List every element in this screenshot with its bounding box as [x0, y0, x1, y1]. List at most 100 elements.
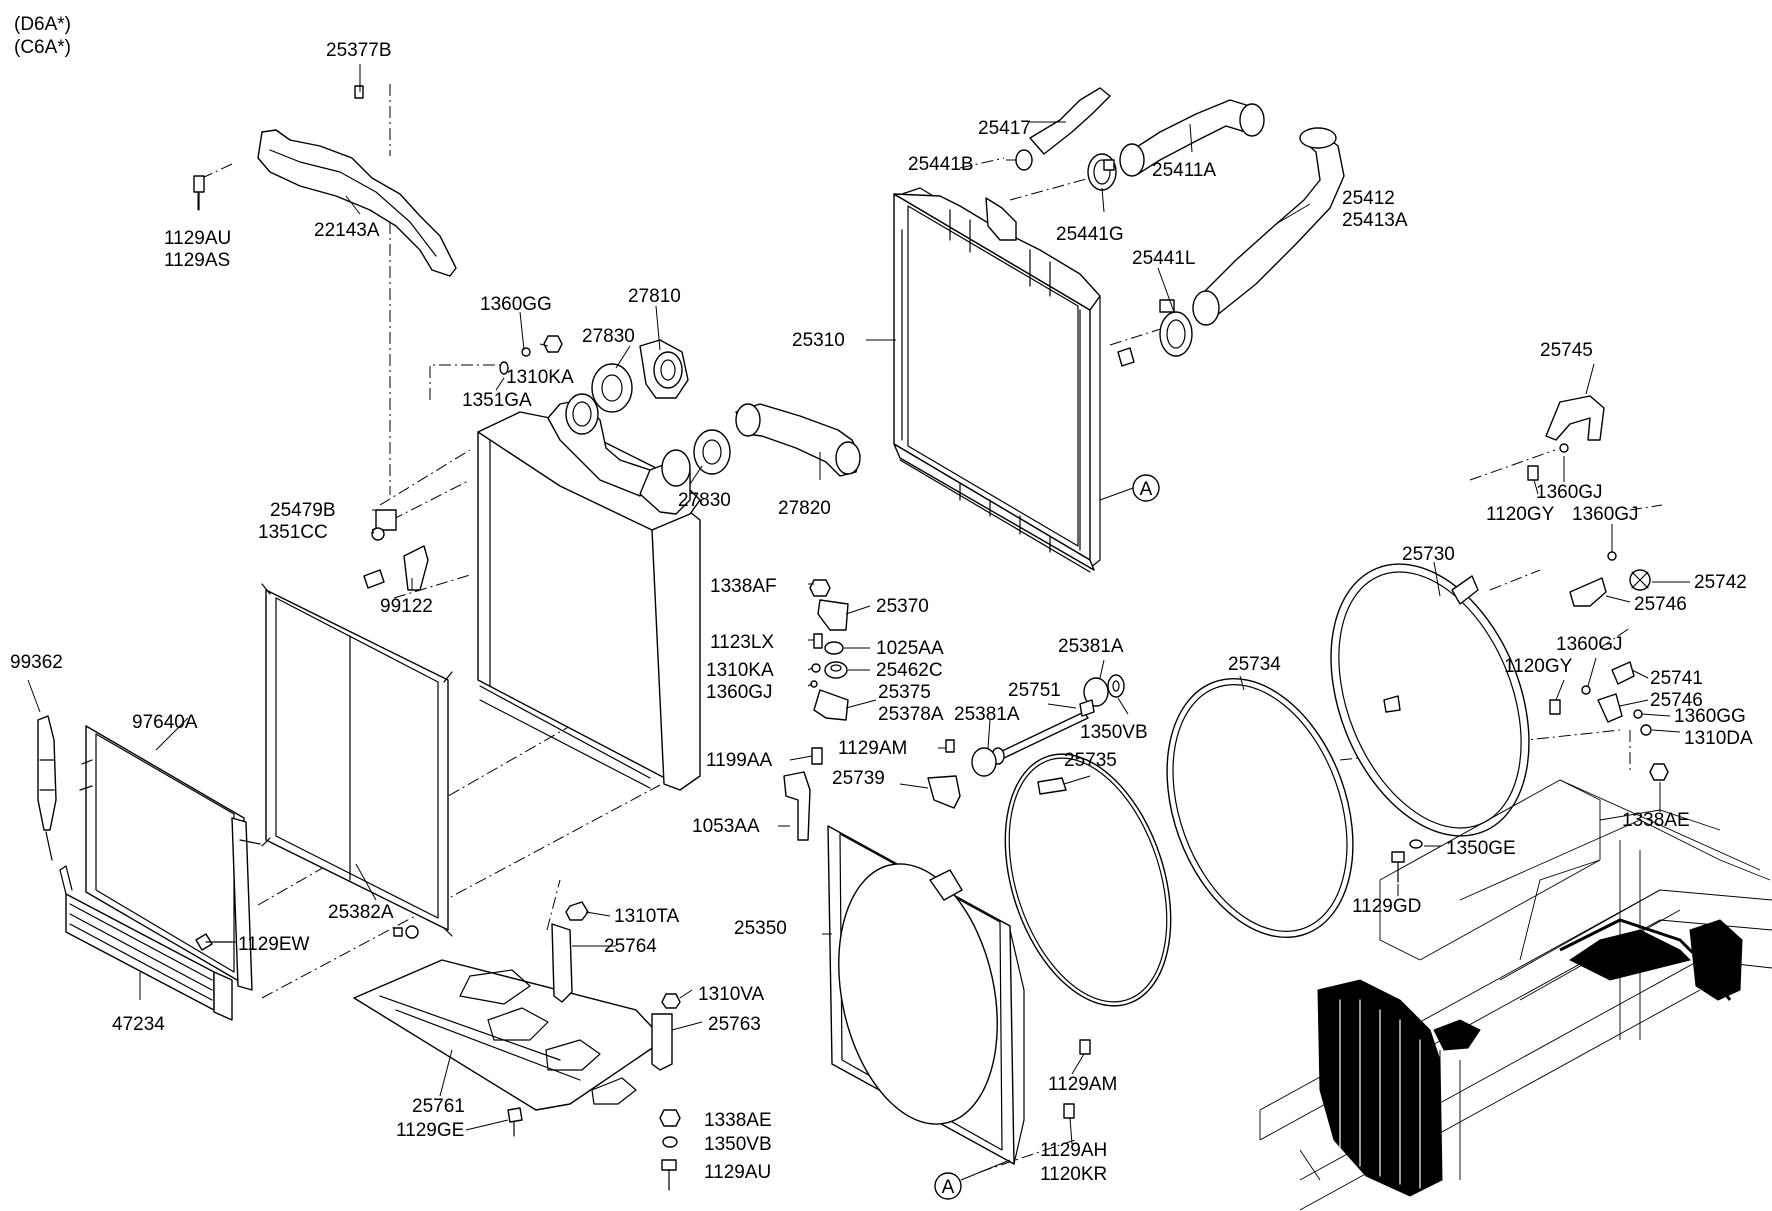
skid-plate-cutout-1	[459, 969, 531, 1005]
bolt-1129AU-icon	[193, 175, 205, 211]
label-25310: 25310	[792, 330, 845, 351]
label-25441L: 25441L	[1132, 248, 1195, 269]
variant-label-c6a: (C6A*)	[14, 37, 71, 58]
labels: (D6A*) (C6A*) 25377B 1129AU 1129AS 22143…	[10, 14, 1753, 1185]
drier-99362	[37, 715, 57, 831]
label-25479B: 25479B	[270, 500, 336, 521]
clamp-25441L-icon	[1159, 299, 1193, 357]
label-25746-lower: 25746	[1650, 690, 1703, 711]
label-1120GY-upper: 1120GY	[1486, 504, 1555, 525]
nut-1310TA-icon	[565, 901, 589, 921]
label-25764: 25764	[604, 936, 657, 957]
washer-1360GJ-mid-icon	[1607, 551, 1617, 561]
washer-1025AA-icon	[824, 641, 844, 655]
label-25412: 25412	[1342, 188, 1395, 209]
washer-1350VB-icon	[662, 1136, 678, 1148]
variant-label-d6a: (D6A*)	[14, 14, 71, 35]
intercooler-port-1	[565, 393, 599, 435]
label-25763: 25763	[708, 1014, 761, 1035]
radiator-neck	[985, 197, 1017, 241]
skid-plate-cutout-3	[545, 1039, 601, 1071]
bolt-1129GD-icon	[1391, 851, 1405, 883]
hose-25412	[1195, 129, 1345, 317]
label-1350VB: 1350VB	[704, 1134, 772, 1155]
label-25370: 25370	[876, 596, 929, 617]
label-25751: 25751	[1008, 680, 1061, 701]
label-25735: 25735	[1064, 750, 1117, 771]
skid-plate-cutout-4	[591, 1077, 637, 1105]
bolt-1129AM-upper-icon	[945, 739, 955, 753]
label-1360GG: 1360GG	[480, 294, 552, 315]
washer-1360GJ-upper-icon	[1559, 443, 1569, 453]
washer-1360GG-icon	[521, 347, 531, 357]
seal-ring-25734	[1166, 677, 1354, 939]
reference-marker-a-lower-label: A	[942, 1177, 955, 1198]
label-97640A: 97640A	[132, 712, 198, 733]
label-1350VB-center: 1350VB	[1080, 722, 1148, 743]
label-1310TA: 1310TA	[614, 906, 679, 927]
label-1310KA: 1310KA	[506, 367, 574, 388]
label-1360GJ-lower: 1360GJ	[1556, 634, 1623, 655]
mount-25462C-icon	[824, 661, 848, 679]
label-25377B: 25377B	[326, 40, 392, 61]
reference-marker-a-lower	[934, 1172, 962, 1200]
nut-1310DA-icon	[1640, 724, 1652, 736]
label-1360GJ-upper: 1360GJ	[1536, 482, 1603, 503]
label-1129GE: 1129GE	[396, 1120, 464, 1141]
label-1338AF: 1338AF	[710, 576, 777, 597]
washer-1360GG-right-icon	[1633, 709, 1643, 719]
cap-25377B-icon	[354, 85, 364, 99]
stud-1351GA-icon	[499, 361, 509, 375]
chassis-location-view	[1259, 779, 1772, 1211]
bolt-1129AM-lower-icon	[1079, 1039, 1091, 1055]
washer-1360GJ-lower-icon	[1581, 685, 1591, 695]
cap-25742-icon	[1629, 569, 1651, 591]
bracket-25763	[651, 1013, 673, 1071]
label-25441G: 25441G	[1056, 224, 1124, 245]
bracket-25745-icon	[1545, 395, 1605, 441]
label-25462C: 25462C	[876, 660, 943, 681]
hose-27820	[735, 403, 861, 477]
label-25742: 25742	[1694, 572, 1747, 593]
label-25350: 25350	[734, 918, 787, 939]
nut-1310KA-icon	[543, 335, 563, 353]
label-1120GY-lower: 1120GY	[1504, 656, 1573, 677]
label-25761: 25761	[412, 1096, 465, 1117]
bracket-25375-icon	[813, 689, 849, 721]
label-1129AU-bottom: 1129AU	[704, 1162, 771, 1183]
nut-1338AE-icon	[659, 1109, 681, 1127]
bracket-25370-icon	[817, 599, 849, 631]
label-1129GD: 1129GD	[1352, 896, 1421, 917]
label-25745: 25745	[1540, 340, 1593, 361]
label-99122: 99122	[380, 596, 433, 617]
label-25381A-upper: 25381A	[1058, 636, 1124, 657]
spacer-25381A-upper-icon	[1083, 677, 1109, 707]
bracket-1053AA-icon	[783, 771, 811, 841]
bracket-25741-icon	[1611, 661, 1635, 685]
gasket-27830-lower	[693, 429, 731, 475]
label-25730: 25730	[1402, 544, 1455, 565]
label-1350GE: 1350GE	[1446, 838, 1516, 859]
label-22143A: 22143A	[314, 220, 380, 241]
gasket-27830-upper	[591, 363, 633, 413]
label-1123LX: 1123LX	[710, 632, 774, 653]
reference-marker-a-upper-label: A	[1140, 479, 1153, 500]
shroud-opening	[838, 863, 998, 1125]
skid-plate-25761	[353, 959, 665, 1111]
label-27830-lower: 27830	[678, 490, 731, 511]
bracket-25739-icon	[927, 775, 961, 809]
label-1310VA: 1310VA	[698, 984, 765, 1005]
label-25739: 25739	[832, 768, 885, 789]
washer-1350GE-icon	[1409, 839, 1423, 849]
label-1360GJ-center: 1360GJ	[706, 682, 773, 703]
label-1199AA: 1199AA	[706, 750, 773, 771]
label-25734: 25734	[1228, 654, 1281, 675]
bracket-22143A-edge	[269, 149, 437, 257]
drain-plug-icon	[1117, 347, 1135, 367]
label-25441B: 25441B	[908, 154, 974, 175]
bracket-25746-upper-icon	[1569, 577, 1607, 607]
label-47234: 47234	[112, 1014, 165, 1035]
bolt-1199AA-icon	[811, 747, 823, 765]
